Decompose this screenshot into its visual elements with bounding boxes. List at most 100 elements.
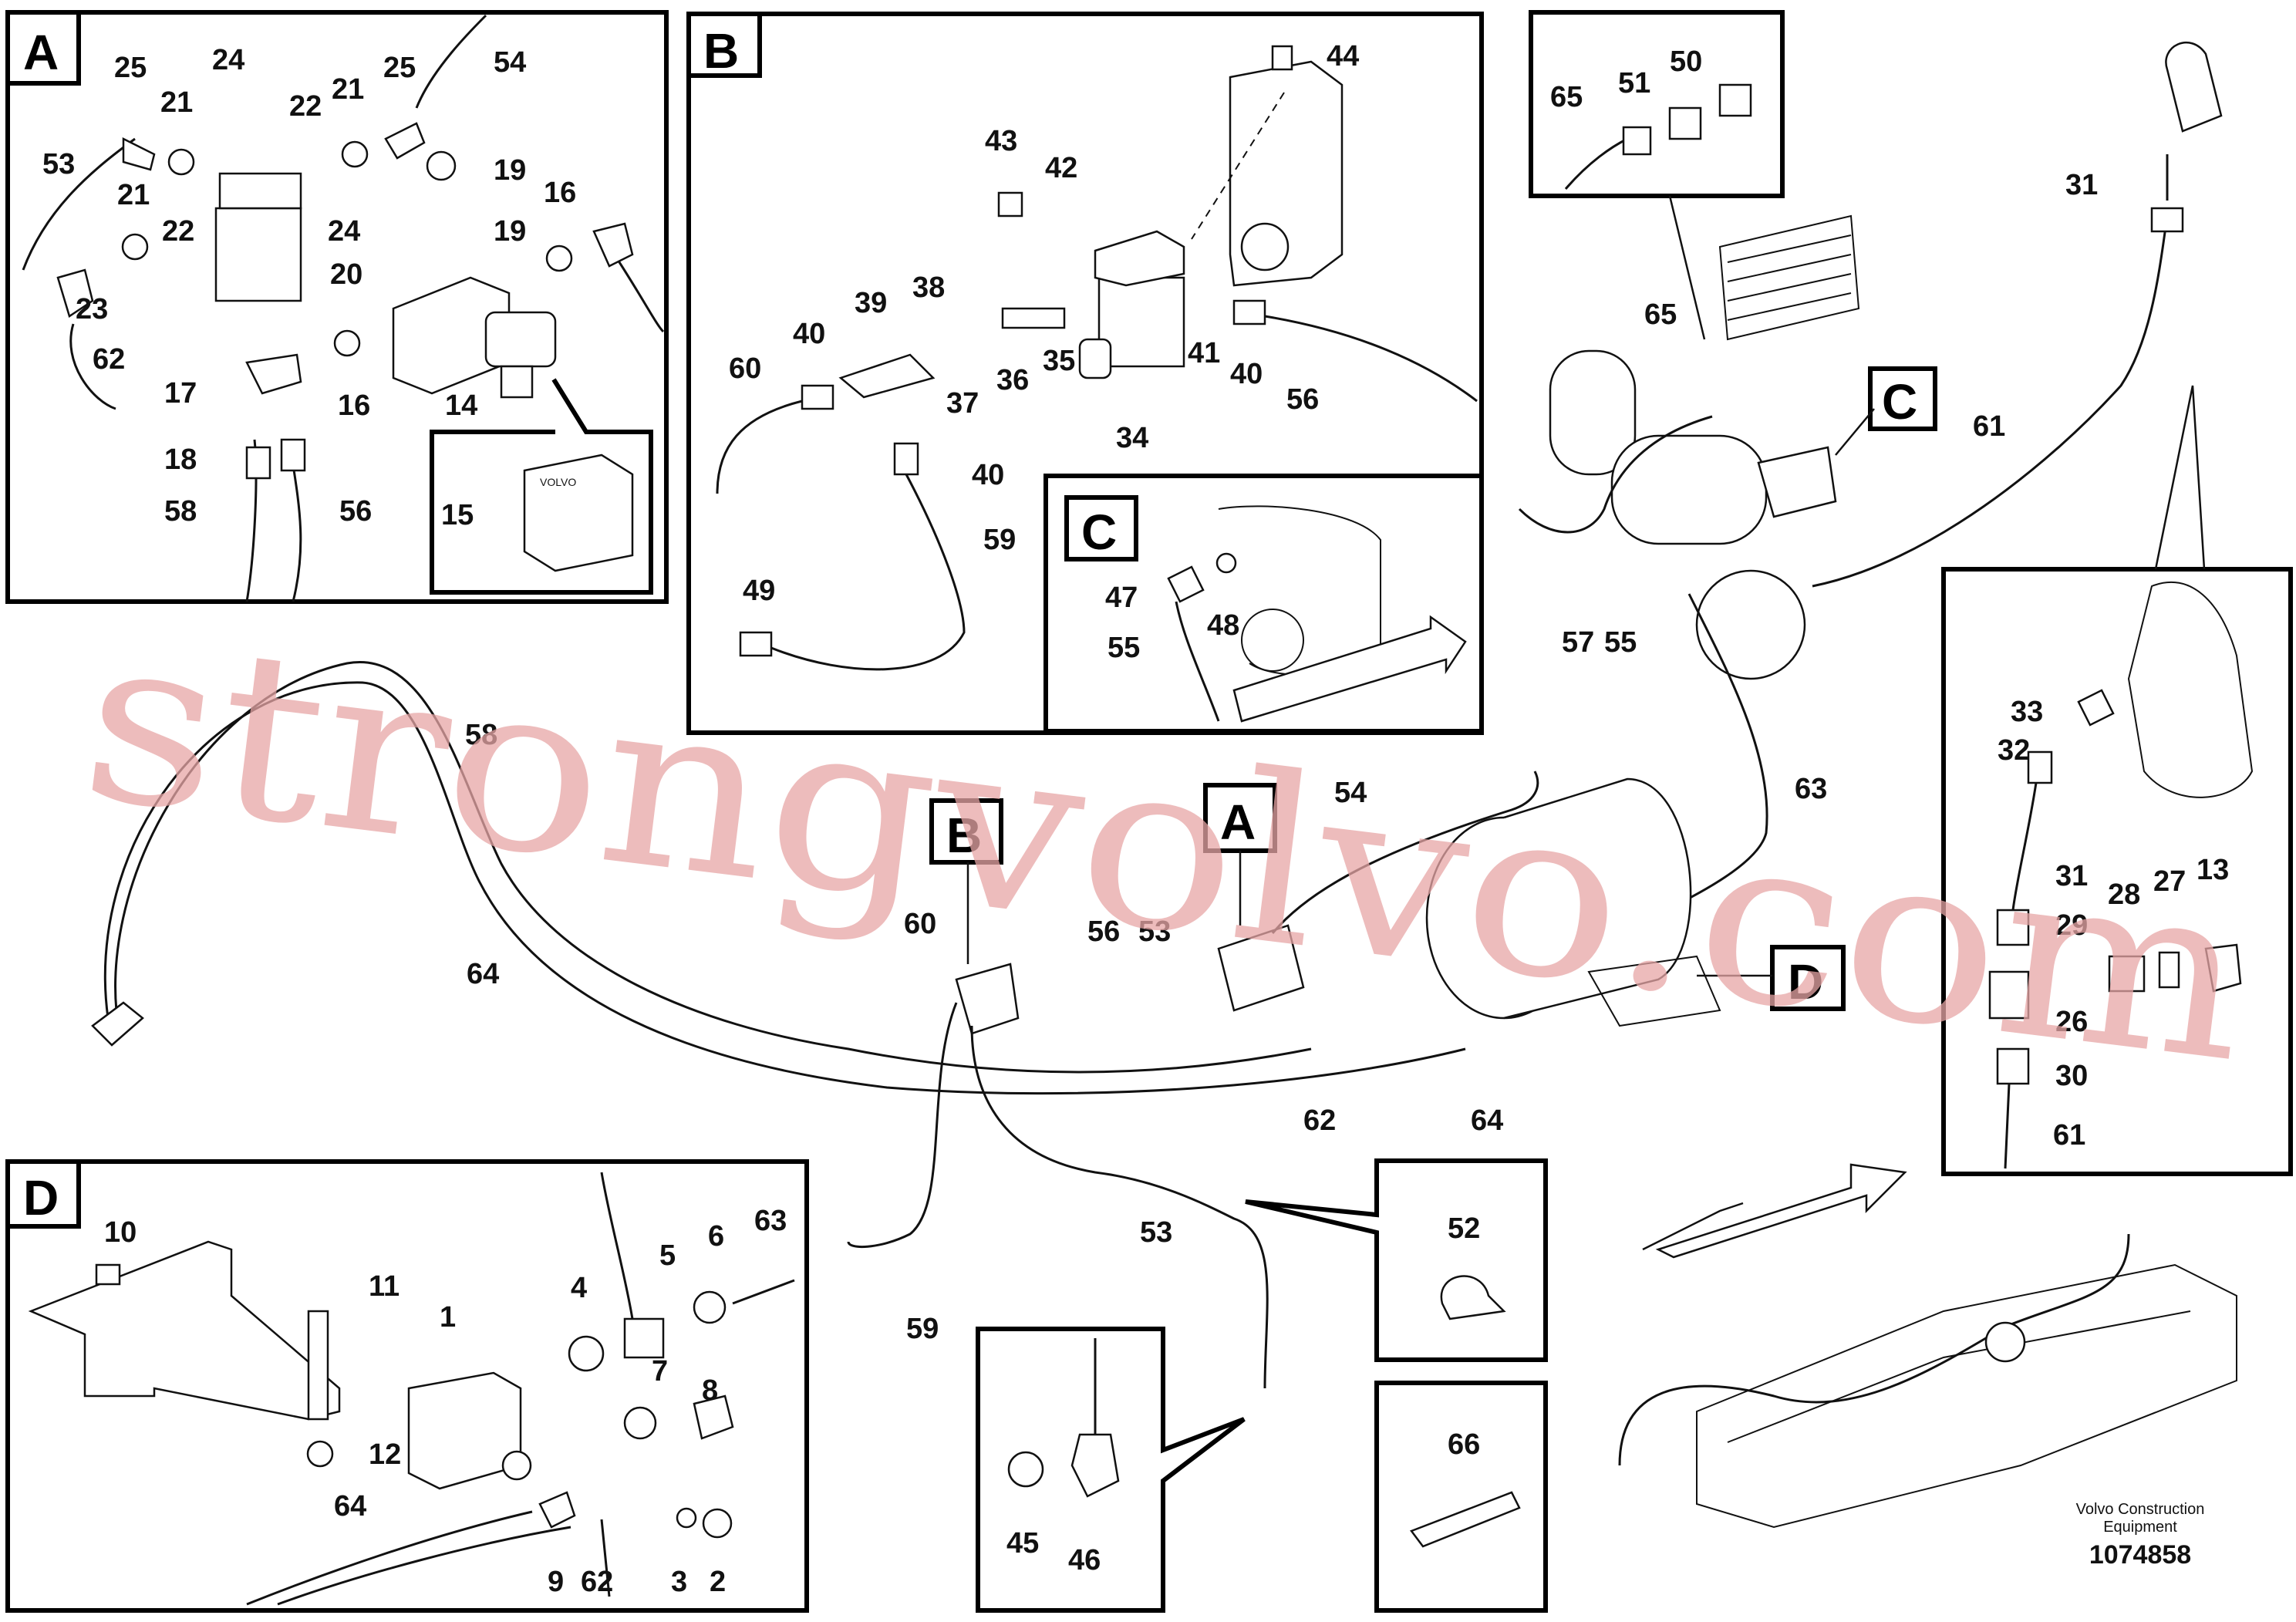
hose-58-main <box>114 660 1312 1074</box>
elbow-8 <box>693 1394 734 1440</box>
bolt-43 <box>997 191 1023 218</box>
tank-bracket <box>1587 955 1721 1027</box>
fitting-28 <box>2108 955 2146 993</box>
inset-b-letter: B <box>703 23 739 79</box>
hose-61-r <box>2004 1083 2011 1169</box>
fitting-7b <box>501 1450 532 1481</box>
bracket-dash <box>1191 92 1285 240</box>
elbow-9 <box>538 1491 576 1529</box>
label-r-61: 61 <box>2053 1119 2085 1152</box>
valve-34-port <box>1078 338 1112 379</box>
main-assembly: B A D 58 64 54 60 56 53 62 64 59 53 <box>91 660 1846 1389</box>
fitting-36 <box>1001 307 1066 329</box>
label-m-56: 56 <box>1087 916 1120 948</box>
bolt-10 <box>95 1263 121 1286</box>
clip-52 <box>1440 1275 1506 1320</box>
fitting-21b <box>341 140 369 168</box>
overview-arrow-stem <box>1642 1202 1744 1251</box>
label-52: 52 <box>1448 1212 1480 1245</box>
main-valve-a <box>1217 924 1305 1012</box>
fitting-21c <box>121 233 149 261</box>
fitting-50 <box>1668 106 1702 140</box>
label-b-43: 43 <box>985 125 1017 157</box>
fitting-40a <box>801 384 834 410</box>
labels-compressor: 65 51 50 65 57 55 31 61 63 <box>1550 46 2098 805</box>
label-a-19b: 19 <box>494 215 526 248</box>
label-d-9: 9 <box>548 1566 564 1598</box>
fitting-32 <box>2027 750 2053 784</box>
hose-63-d <box>732 1279 795 1305</box>
tee-39 <box>838 353 936 399</box>
label-a-24b: 24 <box>328 215 360 248</box>
fitting-18a <box>245 446 271 480</box>
valve-20-top <box>218 172 302 210</box>
label-b-37: 37 <box>946 387 979 420</box>
label-a-21b: 21 <box>332 73 364 106</box>
valve-20 <box>214 207 302 302</box>
label-c-55: 55 <box>1108 632 1140 664</box>
valve-34-top <box>1094 230 1185 287</box>
label-d-11: 11 <box>369 1270 400 1303</box>
label-top-51: 51 <box>1618 67 1650 99</box>
inset-c-port <box>1241 609 1304 672</box>
bolt-11 <box>307 1310 329 1421</box>
fitting-16a <box>545 244 573 272</box>
hose-63 <box>1665 593 1768 912</box>
label-top-65: 65 <box>1550 81 1583 113</box>
coil <box>1718 214 1860 341</box>
label-top-50: 50 <box>1670 46 1702 78</box>
callout-d-tag <box>1770 945 1846 1011</box>
label-r-27: 27 <box>2153 865 2186 898</box>
label-a-21c: 21 <box>117 179 150 211</box>
label-b-49: 49 <box>743 575 775 607</box>
fitting-29 <box>1996 909 2030 946</box>
label-d-2: 2 <box>710 1566 726 1598</box>
main-valve-b <box>955 963 1020 1035</box>
bracket-d <box>28 1240 341 1421</box>
tie-66 <box>1410 1491 1521 1548</box>
callout-d-letter: D <box>1788 954 1823 1010</box>
hose-59-main <box>847 1002 958 1249</box>
inset-52-frame <box>1245 1158 1548 1362</box>
inset-c-arrow <box>1232 615 1467 723</box>
label-45: 45 <box>1006 1527 1039 1560</box>
fitting-40b <box>1232 299 1266 325</box>
label-d-1: 1 <box>440 1301 456 1334</box>
hose-62-d <box>600 1519 611 1597</box>
label-66: 66 <box>1448 1428 1480 1461</box>
labels-inset-right: 33 32 31 28 27 13 29 26 30 61 <box>1998 696 2229 1152</box>
valve-34 <box>1097 276 1185 368</box>
elbow-25b <box>384 122 426 160</box>
elbow-23 <box>56 268 94 318</box>
elbow-17 <box>245 353 302 395</box>
tee-5 <box>623 1317 665 1359</box>
label-top-65b: 65 <box>1644 298 1677 331</box>
overview-arrow <box>1655 1163 1907 1259</box>
hose-60-b <box>716 400 803 494</box>
doc-number: 1074858 <box>2089 1540 2191 1570</box>
fitting-40c <box>893 442 919 476</box>
inset-d-tag <box>5 1159 81 1229</box>
frame-component <box>1984 1321 2026 1363</box>
inset-a: A VOLVO 25 24 <box>5 10 669 604</box>
tee-26 <box>1988 970 2030 1020</box>
inset-hose-65 <box>1564 137 1628 190</box>
inset-right-frame <box>1941 567 2293 1176</box>
label-a-54: 54 <box>494 46 526 79</box>
inset-c-letter: C <box>1081 504 1117 560</box>
hose-31-r <box>2011 782 2038 911</box>
hose-64b-d <box>277 1526 571 1606</box>
compressor-pulley <box>1695 569 1806 680</box>
label-a-62: 62 <box>93 343 125 376</box>
bracket-top <box>2165 41 2223 133</box>
hose-59-b <box>770 474 966 671</box>
inset-c-tag <box>1064 495 1138 561</box>
fitting-16b <box>333 329 361 357</box>
label-a-18: 18 <box>164 443 197 476</box>
label-b-34: 34 <box>1116 422 1148 454</box>
solenoid-15 <box>484 311 557 368</box>
label-a-23: 23 <box>76 293 108 325</box>
callout-c-letter: C <box>1882 374 1917 430</box>
label-m-59: 59 <box>906 1313 939 1345</box>
label-c-47: 47 <box>1105 582 1138 614</box>
